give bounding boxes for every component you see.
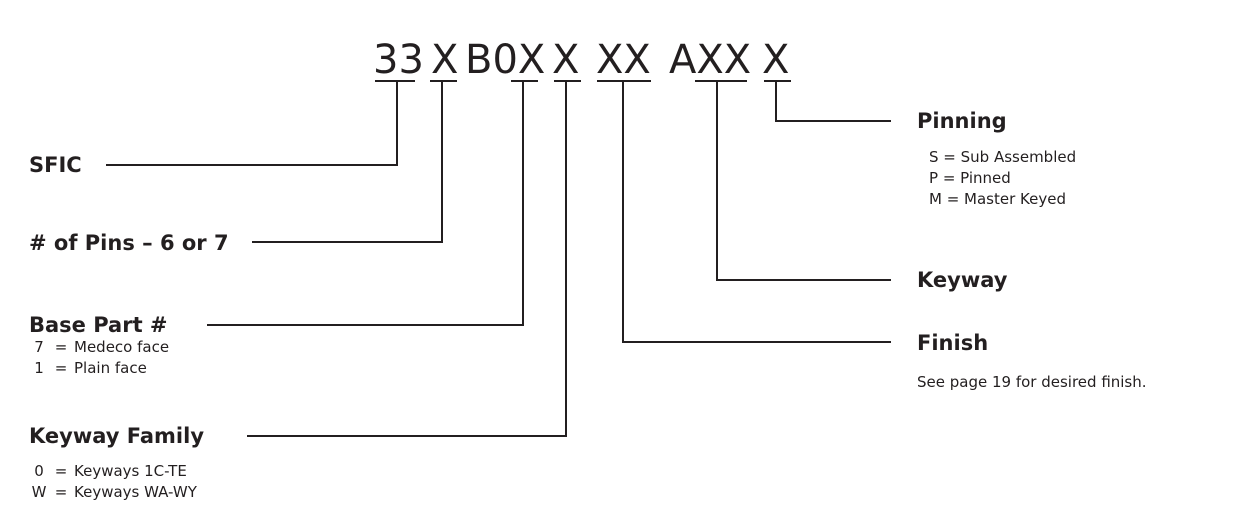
option-sep: = — [54, 462, 68, 480]
finish-note: See page 19 for desired finish. — [917, 373, 1147, 391]
option-value: Keyways WA-WY — [74, 483, 197, 501]
leader-pins — [252, 80, 443, 243]
label-sfic: SFIC — [29, 153, 82, 177]
label-keyway-family: Keyway Family — [29, 424, 205, 448]
option-keyway-family-0: 0 = Keyways 1C-TE — [30, 461, 187, 482]
leader-finish — [622, 80, 891, 343]
option-key: W — [31, 483, 47, 501]
leader-base-part — [207, 80, 524, 326]
option-key: 1 — [34, 359, 44, 377]
option-value: Medeco face — [74, 338, 170, 356]
code-segment-keyway: AXX — [669, 37, 752, 83]
option-base-part-1: 1 = Plain face — [30, 358, 147, 379]
option-base-part-7: 7 = Medeco face — [30, 337, 169, 358]
option-sep: = — [54, 338, 68, 356]
option-pinning-s: S = Sub Assembled — [929, 148, 1077, 166]
leader-keyway — [716, 80, 891, 281]
option-sep: = — [54, 359, 68, 377]
option-value: Plain face — [74, 359, 147, 377]
label-pins: # of Pins – 6 or 7 — [29, 231, 229, 255]
option-keyway-family-w: W = Keyways WA-WY — [30, 482, 197, 503]
label-finish: Finish — [917, 331, 989, 355]
code-segment-pins: X — [431, 37, 459, 83]
code-segment-base-part: B0X — [465, 37, 546, 83]
code-segment-keyway-family: X — [552, 37, 580, 83]
label-keyway: Keyway — [917, 268, 1008, 292]
option-key: 7 — [34, 338, 44, 356]
option-value: Keyways 1C-TE — [74, 462, 187, 480]
option-pinning-p: P = Pinned — [929, 169, 1011, 187]
leader-pinning — [775, 80, 891, 122]
code-segment-finish: XX — [596, 37, 651, 83]
label-pinning: Pinning — [917, 109, 1007, 133]
option-key: 0 — [34, 462, 44, 480]
option-pinning-m: M = Master Keyed — [929, 190, 1066, 208]
leader-sfic — [106, 80, 398, 166]
leader-keyway-family — [247, 80, 567, 437]
label-base-part: Base Part # — [29, 313, 168, 337]
code-segment-sfic: 33 — [373, 37, 424, 83]
option-sep: = — [54, 483, 68, 501]
code-segment-pinning: X — [762, 37, 790, 83]
